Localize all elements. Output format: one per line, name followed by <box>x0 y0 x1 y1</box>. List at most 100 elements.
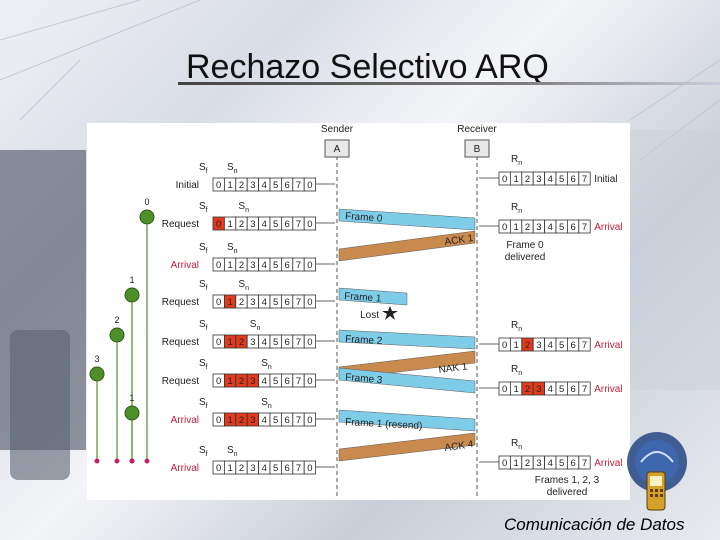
sender-sf-pointer-sub: f <box>206 451 208 458</box>
sender-seq-number: 3 <box>250 219 255 230</box>
receiver-seq-number: 1 <box>513 458 518 469</box>
timer-end-dot <box>114 458 120 464</box>
sender-seq-number: 4 <box>262 260 267 271</box>
sender-seq-number: 6 <box>284 415 289 426</box>
receiver-rn-pointer-sub: n <box>518 370 522 377</box>
receiver-seq-number: 0 <box>502 340 507 351</box>
receiver-seq-number: 6 <box>570 222 575 233</box>
receiver-rn-pointer: Rn <box>511 320 522 333</box>
receiver-row-label: Arrival <box>594 222 622 233</box>
receiver-seq-cell <box>578 337 591 352</box>
timer-number: 0 <box>144 197 149 207</box>
sender-seq-number: 2 <box>239 376 244 387</box>
sender-seq-number: 4 <box>262 219 267 230</box>
receiver-seq-cell <box>578 381 591 396</box>
timer-end-dot <box>129 458 135 464</box>
sender-seq-number: 7 <box>296 180 301 191</box>
receiver-seq-number: 2 <box>525 222 530 233</box>
sender-seq-number: 0 <box>216 297 221 308</box>
frame-label: ACK 1 <box>444 233 475 248</box>
receiver-seq-number: 7 <box>582 340 587 351</box>
sender-seq-number: 0 <box>307 297 312 308</box>
receiver-seq-number: 6 <box>570 174 575 185</box>
receiver-seq-number: 3 <box>536 384 541 395</box>
receiver-seq-number: 1 <box>513 340 518 351</box>
timer-clock-icon <box>89 366 105 382</box>
frame-band <box>338 409 476 432</box>
sender-sf-pointer: Sf <box>199 358 208 371</box>
sender-seq-cell <box>303 460 316 475</box>
sender-seq-number: 5 <box>273 415 278 426</box>
sender-seq-cell <box>303 257 316 272</box>
sender-seq-number: 4 <box>262 180 267 191</box>
sender-row-label: Initial <box>176 180 199 191</box>
receiver-seq-number: 0 <box>502 384 507 395</box>
sender-sn-pointer: Sn <box>227 242 238 255</box>
timer-end-dot <box>94 458 100 464</box>
receiver-rn-pointer: Rn <box>511 154 522 167</box>
sender-sf-pointer-sub: f <box>206 403 208 410</box>
sender-seq-number: 1 <box>227 463 232 474</box>
frame-band <box>338 432 476 462</box>
receiver-seq-number: 6 <box>570 458 575 469</box>
sender-seq-number: 0 <box>216 376 221 387</box>
sender-box-label: A <box>334 144 341 155</box>
sender-seq-number: 2 <box>239 260 244 271</box>
sender-sn-pointer: Sn <box>261 358 272 371</box>
sender-sn-pointer-sub: n <box>268 364 272 371</box>
receiver-seq-number: 5 <box>559 222 564 233</box>
sender-seq-number: 1 <box>227 415 232 426</box>
frame-label: NAK 1 <box>438 361 468 375</box>
receiver-seq-number: 3 <box>536 174 541 185</box>
frames123-delivered-note: Frames 1, 2, 3 <box>535 475 600 486</box>
sender-sf-pointer: Sf <box>199 397 208 410</box>
sender-seq-number: 7 <box>296 297 301 308</box>
sender-seq-number: 0 <box>216 337 221 348</box>
timer-number: 3 <box>94 354 99 364</box>
sender-seq-cell <box>303 294 316 309</box>
receiver-seq-number: 0 <box>502 222 507 233</box>
sender-seq-number: 5 <box>273 337 278 348</box>
sender-sn-pointer-sub: n <box>234 168 238 175</box>
receiver-rn-pointer: Rn <box>511 438 522 451</box>
sender-sn-pointer: Sn <box>250 319 261 332</box>
sender-seq-number: 1 <box>227 260 232 271</box>
sender-sn-pointer: Sn <box>238 201 249 214</box>
sender-seq-number: 6 <box>284 337 289 348</box>
sender-seq-cell <box>303 216 316 231</box>
sender-seq-number: 0 <box>216 219 221 230</box>
receiver-label: Receiver <box>457 124 497 135</box>
sender-seq-number: 5 <box>273 297 278 308</box>
sender-sf-pointer-sub: f <box>206 285 208 292</box>
sender-row-label: Request <box>162 297 199 308</box>
sender-seq-number: 1 <box>227 180 232 191</box>
sender-seq-number: 3 <box>250 260 255 271</box>
receiver-seq-number: 4 <box>548 458 553 469</box>
receiver-seq-number: 2 <box>525 458 530 469</box>
timer-clock-icon <box>124 405 140 421</box>
lost-star-icon <box>382 306 398 320</box>
course-logo-icon <box>627 432 687 511</box>
sender-seq-number: 5 <box>273 463 278 474</box>
sender-seq-number: 0 <box>307 463 312 474</box>
sender-seq-number: 3 <box>250 297 255 308</box>
timer-end-dot <box>144 458 150 464</box>
sender-seq-number: 3 <box>250 463 255 474</box>
receiver-row-label: Arrival <box>594 458 622 469</box>
receiver-seq-cell <box>578 219 591 234</box>
frame0-delivered-note: Frame 0 <box>506 240 544 251</box>
sender-row-label: Request <box>162 219 199 230</box>
receiver-seq-number: 0 <box>502 174 507 185</box>
receiver-seq-number: 1 <box>513 222 518 233</box>
sender-seq-number: 5 <box>273 260 278 271</box>
receiver-seq-number: 1 <box>513 384 518 395</box>
receiver-seq-number: 6 <box>570 384 575 395</box>
receiver-seq-cell <box>578 455 591 470</box>
frame-label: Frame 1 <box>344 291 382 305</box>
receiver-seq-number: 7 <box>582 384 587 395</box>
sender-seq-number: 4 <box>262 415 267 426</box>
sender-row-label: Arrival <box>171 260 199 271</box>
frames123-delivered-note: delivered <box>547 487 588 498</box>
receiver-rn-pointer-sub: n <box>518 208 522 215</box>
sender-seq-number: 3 <box>250 337 255 348</box>
